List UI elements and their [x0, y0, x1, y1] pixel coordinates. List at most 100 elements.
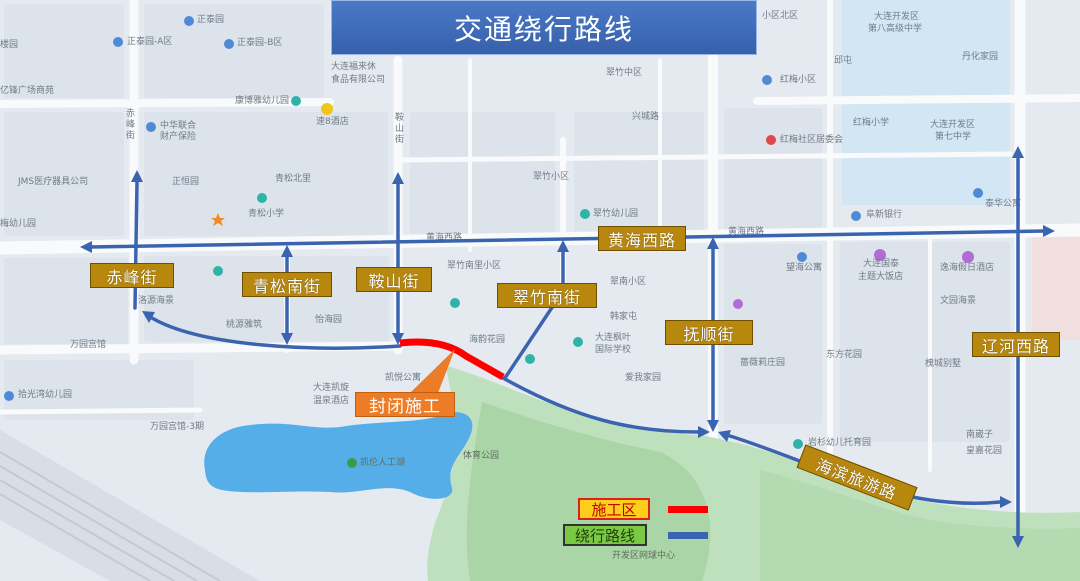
legend-construction-zone-label: 施工区 — [578, 498, 650, 520]
hotel-icon — [321, 103, 333, 115]
star-icon — [211, 213, 225, 226]
city-block — [410, 112, 555, 236]
map-label: 赤峰街 — [124, 108, 134, 141]
map-label: 逸海假日酒店 — [940, 263, 995, 273]
closure-callout: 封闭施工 — [355, 392, 455, 417]
school-icon — [213, 266, 223, 276]
city-block — [4, 112, 124, 236]
map-label: 小区北区 — [762, 11, 799, 21]
road — [0, 98, 334, 108]
map-label: 鞍山街 — [393, 112, 403, 145]
arrowhead-left — [142, 311, 155, 323]
school-icon — [793, 439, 803, 449]
hotel-icon — [874, 249, 886, 261]
map-label: 大连凯旋 — [313, 383, 350, 393]
arrowhead-down — [707, 420, 719, 432]
map-label: 亿锋广场商苑 — [0, 86, 55, 96]
map-label: 红梅小学 — [853, 118, 890, 128]
map-label: 速8酒店 — [316, 117, 349, 127]
road-label-fushun-street: 抚顺街 — [665, 320, 753, 345]
road — [0, 407, 203, 415]
map-label: 凯伦人工湖 — [360, 458, 406, 468]
map-label: 大连开发区 — [874, 12, 920, 22]
map-label: 翠南小区 — [610, 277, 647, 287]
city-block — [574, 112, 704, 234]
detour-cuizhunan-link — [503, 304, 555, 380]
city-block — [4, 4, 124, 98]
map-label: 蔷薇莉庄园 — [740, 358, 786, 368]
map-label: 中华联合 — [160, 121, 197, 131]
building-icon — [797, 252, 807, 262]
map-label: 财产保险 — [160, 132, 197, 142]
map-label: 南崴子 — [966, 430, 994, 440]
map-label: 正泰园-B区 — [237, 38, 283, 48]
arrowhead-up — [557, 240, 569, 252]
map-label: 国际学校 — [595, 345, 632, 355]
shop-icon — [733, 299, 743, 309]
map-label: 阜新银行 — [866, 210, 903, 220]
railway-area — [0, 430, 260, 581]
callout-pointer — [410, 349, 455, 393]
map-label: 开发区网球中心 — [612, 551, 676, 561]
hotel-icon — [962, 251, 974, 263]
map-label: 大连福来休 — [331, 62, 377, 72]
bank-icon — [851, 211, 861, 221]
map-label: 桃源雅筑 — [226, 320, 263, 330]
arrowhead-up — [131, 170, 143, 182]
map-label: 海韵花园 — [469, 335, 506, 345]
detour-chifeng-street — [133, 180, 139, 310]
arrowhead-left — [80, 241, 92, 253]
school-icon — [450, 298, 460, 308]
map-label: 翠竹幼儿园 — [593, 209, 639, 219]
map-label: 大连国泰 — [863, 259, 900, 269]
map-label: 正泰园-A区 — [127, 37, 173, 47]
arrowhead-left — [718, 430, 731, 442]
map-label: JMS医疗器具公司 — [18, 177, 89, 187]
arrowhead-up — [281, 245, 293, 257]
map-label: 大连开发区 — [930, 120, 976, 130]
map-label: 温泉酒店 — [313, 396, 350, 406]
poi-icons — [4, 16, 983, 468]
school-icon — [525, 354, 535, 364]
arrowhead-up — [1012, 146, 1024, 158]
map-label: 万园宫馆 — [70, 340, 107, 350]
pink-district-area — [1032, 232, 1080, 340]
map-label: 楼园 — [0, 40, 19, 50]
detour-curve-to-fushun — [501, 376, 700, 434]
detour-huanghai-west-road — [88, 229, 1047, 249]
school-icon — [580, 209, 590, 219]
road-label-chifeng-street: 赤峰街 — [90, 263, 174, 288]
map-label: 正恒园 — [172, 177, 200, 187]
map-label: 红梅小区 — [780, 75, 817, 85]
arrowheads — [80, 146, 1055, 548]
road — [753, 94, 1080, 105]
railway-line — [0, 451, 221, 581]
arrowhead-down — [392, 333, 404, 345]
road-label-liaohe-west-road: 辽河西路 — [972, 332, 1060, 357]
map-label: 体育公园 — [463, 451, 500, 461]
map-label: 东方花园 — [826, 350, 863, 360]
road-label-qingsongnan-street: 青松南街 — [242, 272, 332, 297]
lake — [204, 412, 473, 499]
map-label: 洛源海景 — [138, 296, 175, 306]
map-label: 怡海园 — [315, 315, 343, 325]
road-label-cuizhunan-street: 翠竹南街 — [497, 283, 597, 308]
map-label: 第八高级中学 — [868, 24, 923, 34]
arrowhead-right — [698, 426, 710, 438]
map-label: 翠竹南里小区 — [447, 261, 502, 271]
closure-segment — [399, 338, 505, 381]
map-label: 望海公寓 — [786, 263, 823, 273]
map-label: 拾光湾幼儿园 — [18, 390, 73, 400]
park-woods — [466, 402, 711, 581]
map-label: 文园海景 — [940, 296, 977, 306]
map-label: 万园宫馆-3期 — [150, 422, 204, 432]
map-label: 梅幼儿园 — [0, 219, 37, 229]
park-icon — [347, 458, 357, 468]
map-label: 爱我家园 — [625, 373, 662, 383]
school-icon — [573, 337, 583, 347]
legend-detour-route-swatch — [668, 532, 708, 539]
map-label: 丹化家园 — [962, 52, 999, 62]
building-icon — [973, 188, 983, 198]
